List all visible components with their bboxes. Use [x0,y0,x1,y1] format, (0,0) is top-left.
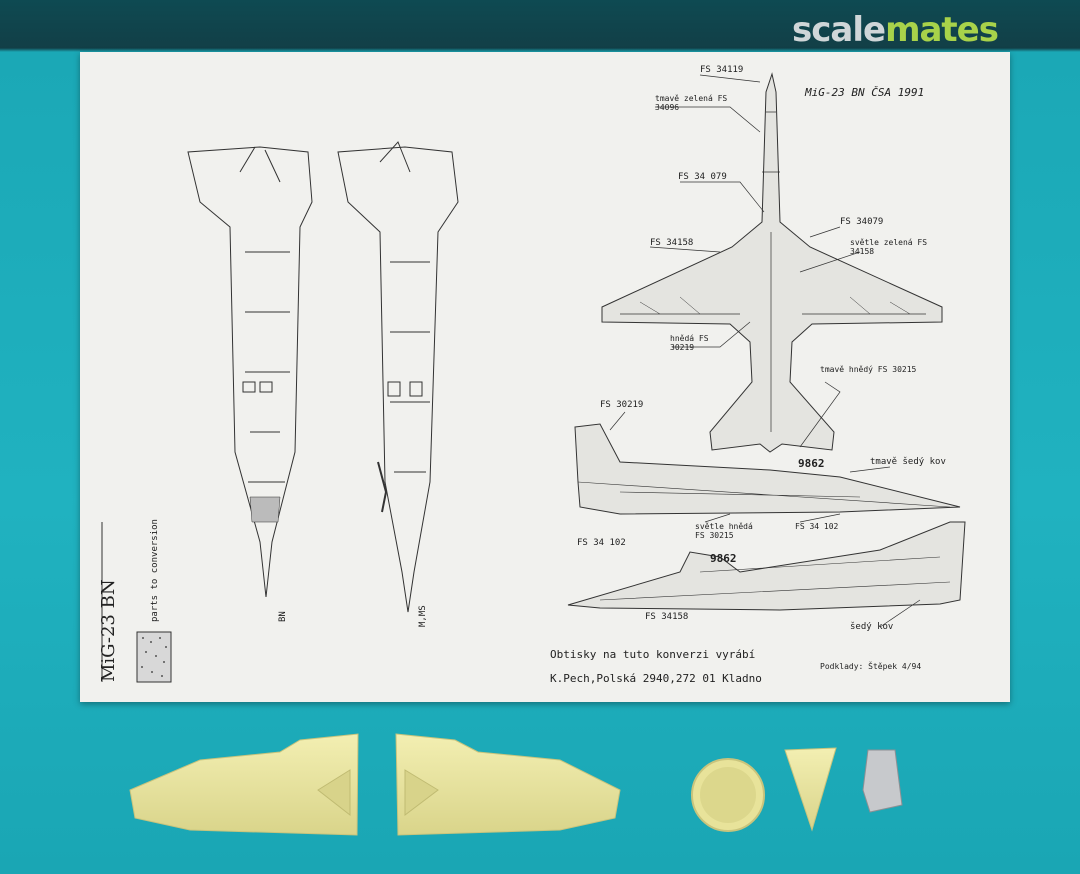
fuselage-bn-drawing [187,146,313,598]
sheet-title: MiG-23 BN ČSA 1991 [805,86,925,99]
right-fuselage-part [395,733,621,836]
side-view-1-drawing [574,423,961,515]
instruction-sheet: MiG-23 BN ČSA 1991 MiG-23 BN parts to co… [80,52,1010,702]
fuselage-mms-drawing [337,141,459,613]
callout: FS 34158 [650,238,694,248]
side-view-2-drawing [567,521,966,611]
callout: tmavě šedý kov [870,457,946,467]
line-drawings [101,72,966,683]
callout: FS 34 079 [678,172,727,182]
callout: FS 34079 [840,217,884,227]
callout: FS 34119 [700,65,744,75]
metal-seat-part [862,749,903,813]
callout: tmavě zelená FS 34096 [655,94,728,112]
callout: hnědá FS 30219 [670,334,709,352]
callout: tmavě hnědý FS 30215 [820,365,917,374]
callout: FS 34 102 [795,522,839,531]
footer-line-1: Obtisky na tuto konverzi vyrábí [550,648,756,661]
nose-cone-part [784,747,837,832]
callout: světle zelená FS 34158 [850,238,928,256]
callout: 9862 [710,552,737,565]
footer-line-2: K.Pech,Polská 2940,272 01 Kladno [550,672,762,685]
callout: 9862 [798,457,825,470]
callout: šedý kov [850,622,894,632]
footer-note: Podklady: Štěpek 4/94 [820,662,922,671]
scalemates-watermark: scalemates [792,10,999,50]
callout: FS 30219 [600,400,644,410]
callout: FS 34 102 [577,538,626,548]
top-view-drawing [601,72,943,453]
callout: světle hnědá FS 30215 [695,522,753,540]
callout: FS 34158 [645,612,689,622]
left-fuselage-part [129,733,359,836]
